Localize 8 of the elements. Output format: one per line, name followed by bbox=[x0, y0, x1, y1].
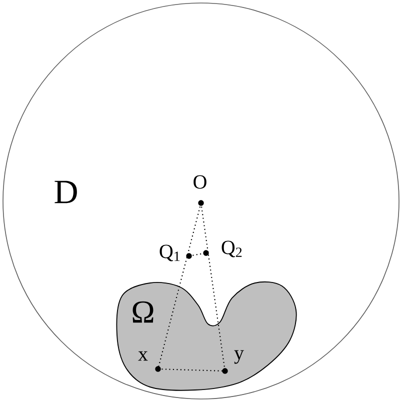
point-label: O bbox=[194, 175, 206, 206]
dotted-line bbox=[188, 252, 206, 257]
point-label: y bbox=[222, 350, 244, 374]
point-label: Q$_{1}$ bbox=[160, 244, 192, 262]
dotted-line bbox=[200, 202, 226, 372]
point-label: x bbox=[138, 351, 161, 372]
dotted-line bbox=[158, 368, 226, 372]
point-label: Q$_{2}$ bbox=[203, 240, 242, 258]
